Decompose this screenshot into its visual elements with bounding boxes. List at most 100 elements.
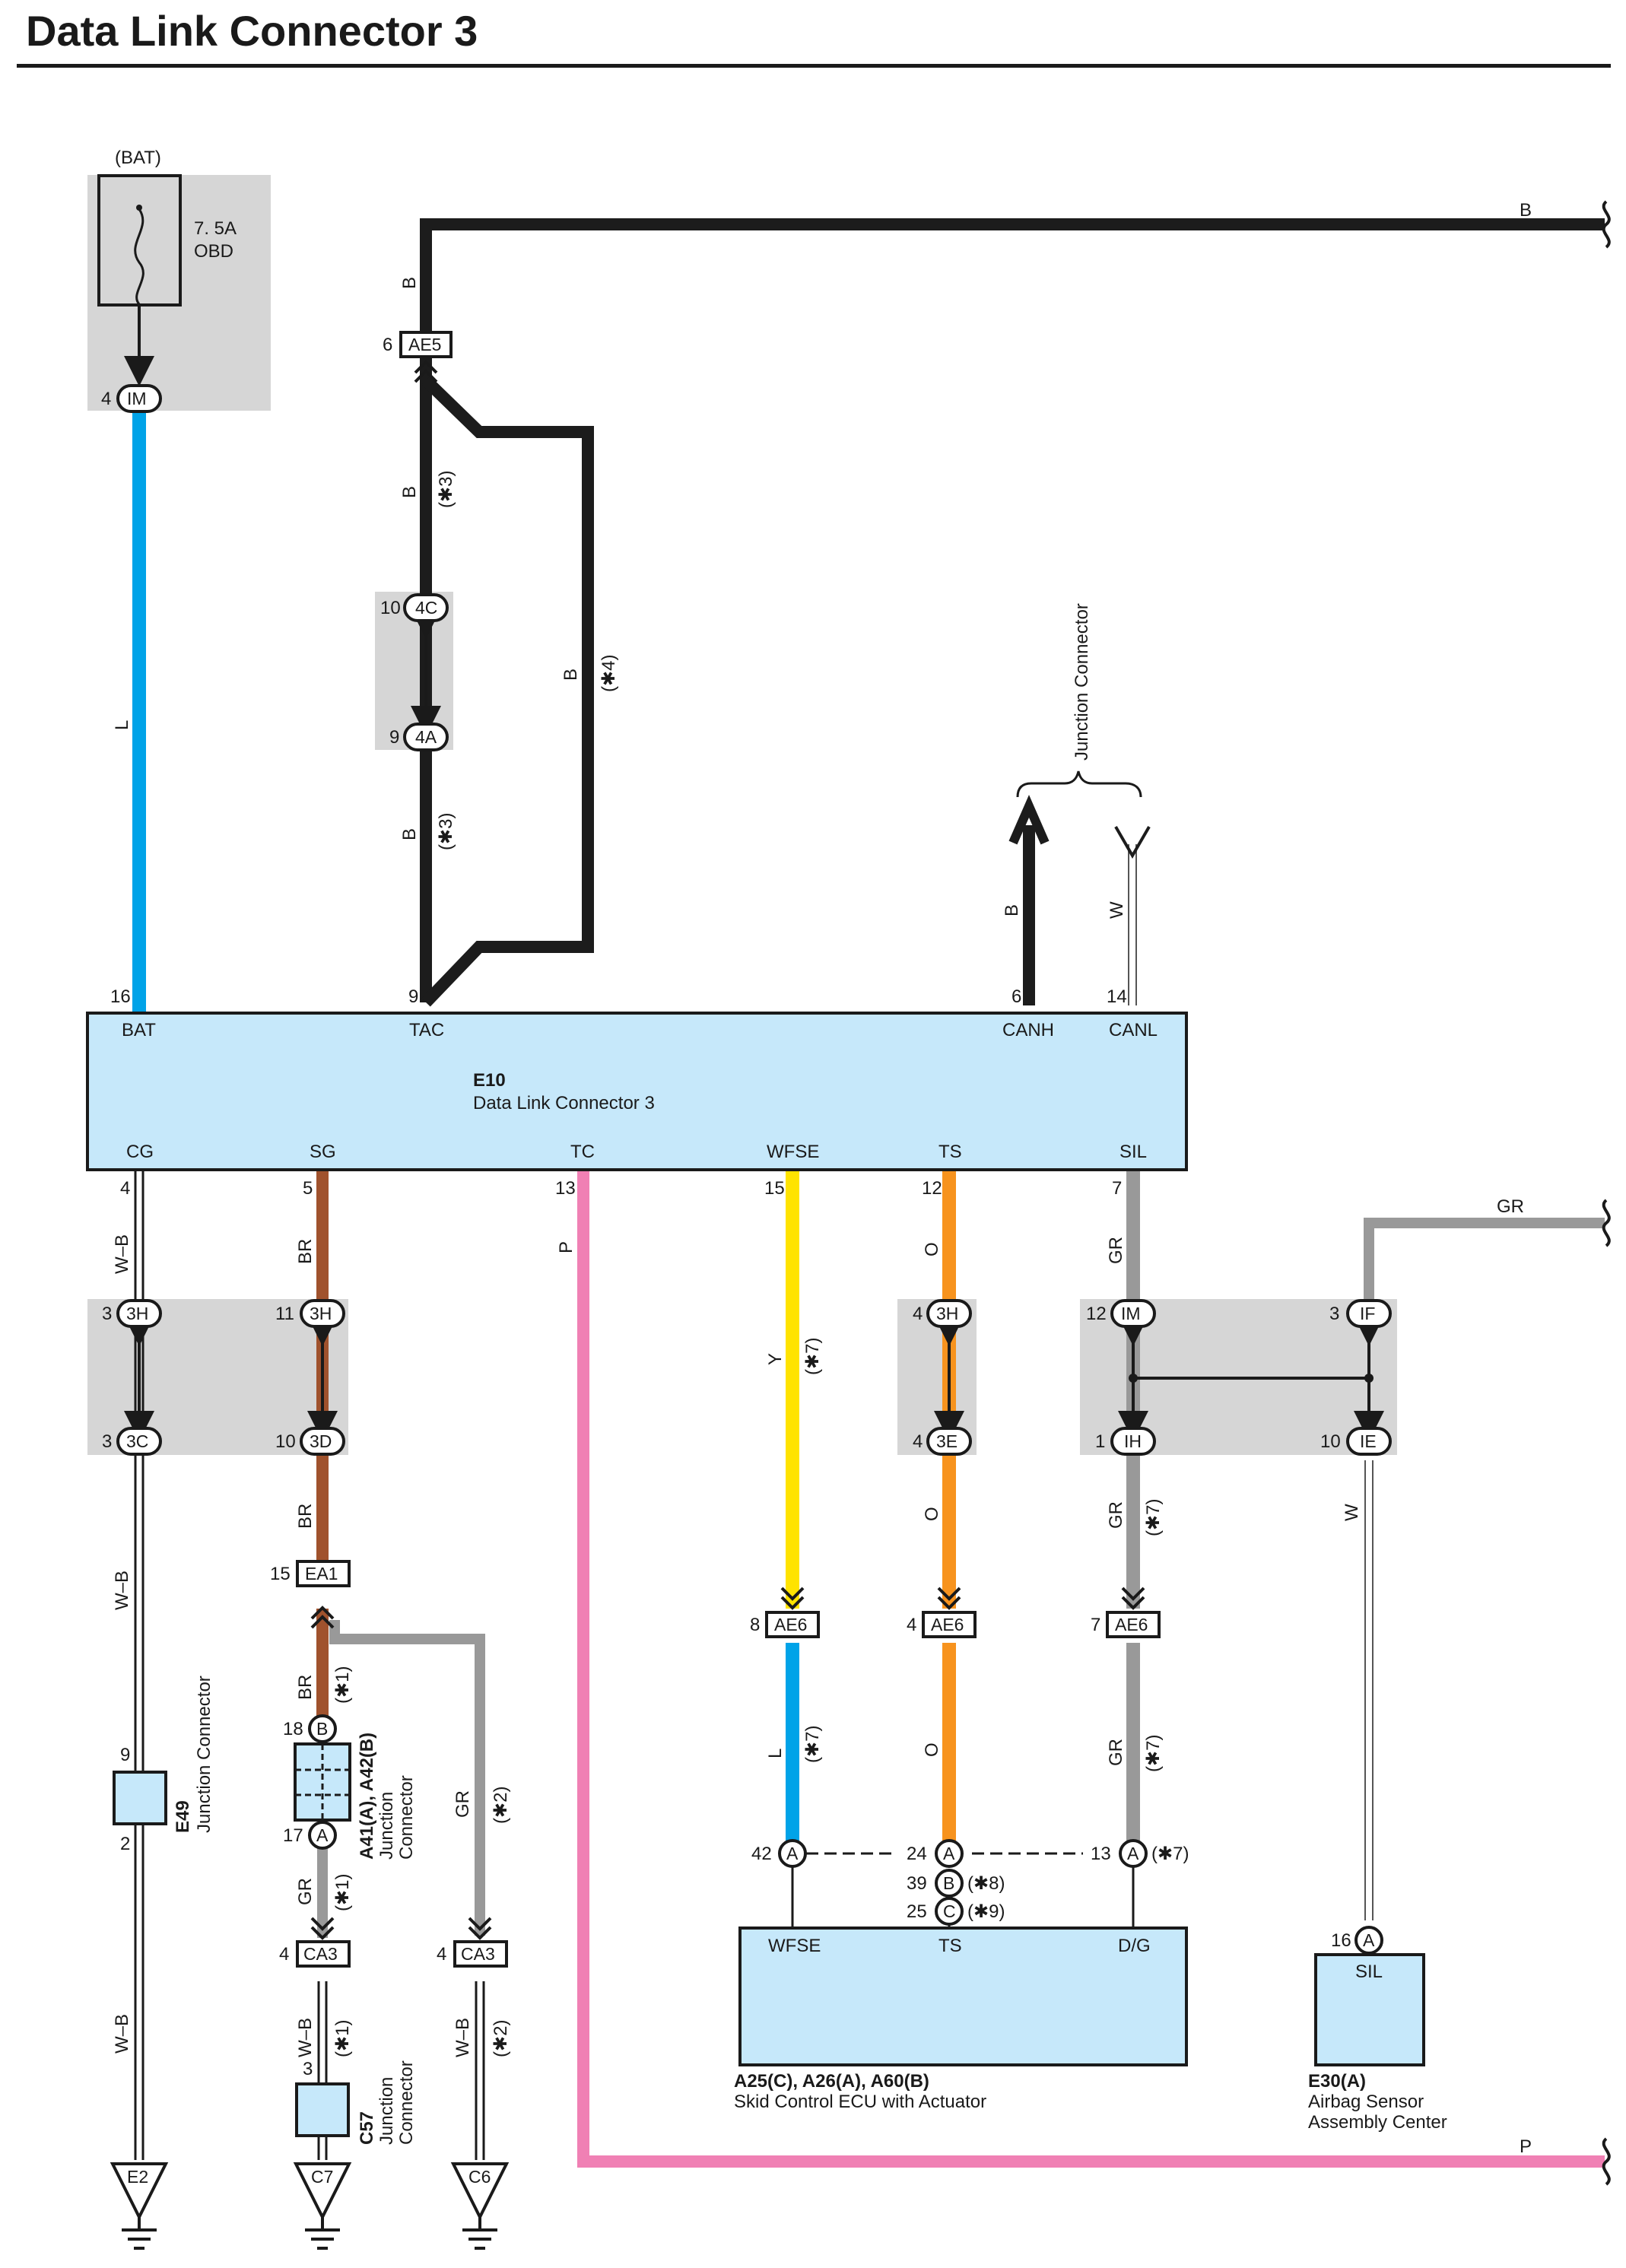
svg-text:IM: IM xyxy=(127,389,147,408)
dlc-pin-ts-label: TS xyxy=(938,1142,962,1162)
svg-text:AE6: AE6 xyxy=(774,1615,807,1634)
svg-text:B: B xyxy=(399,277,420,289)
svg-text:3H: 3H xyxy=(310,1304,332,1323)
dlc-pin-sg-label: SG xyxy=(310,1142,336,1162)
c57-junction: 3 C57 Junction Connector xyxy=(295,2059,417,2145)
svg-text:AE6: AE6 xyxy=(1115,1615,1148,1634)
oval-if: IF 3 xyxy=(1329,1299,1392,1328)
svg-text:GR: GR xyxy=(1106,1501,1126,1529)
svg-text:Skid Control ECU with Actuator: Skid Control ECU with Actuator xyxy=(734,2092,986,2112)
e49-junction: 9 2 E49 Junction Connector xyxy=(113,1676,214,1854)
oval-ie: IE 10 xyxy=(1320,1427,1392,1456)
dlc-pin-sil-num: 7 xyxy=(1112,1178,1122,1199)
svg-text:10: 10 xyxy=(380,598,401,618)
svg-text:3C: 3C xyxy=(126,1431,148,1451)
svg-text:A: A xyxy=(316,1825,329,1845)
dlc-code: E10 xyxy=(473,1070,506,1091)
dlc-pin-tc-label: TC xyxy=(570,1142,595,1162)
svg-text:9: 9 xyxy=(389,727,399,748)
oval-4c: 4C 10 xyxy=(380,593,449,622)
svg-text:BR: BR xyxy=(295,1504,316,1529)
svg-text:W–B: W–B xyxy=(112,1571,132,1610)
svg-text:IH: IH xyxy=(1124,1431,1142,1451)
svg-text:B: B xyxy=(943,1873,954,1893)
junction-arrows xyxy=(124,608,1384,1441)
wire-gr-ea1-ca3 xyxy=(329,1620,485,1936)
svg-text:GR: GR xyxy=(453,1790,473,1818)
wire-b-tac-main xyxy=(420,218,1605,1002)
svg-text:O: O xyxy=(922,1242,942,1256)
svg-text:O: O xyxy=(922,1742,942,1757)
svg-text:11: 11 xyxy=(275,1304,294,1324)
svg-text:B: B xyxy=(561,669,581,681)
svg-text:(✱7): (✱7) xyxy=(1151,1844,1189,1864)
airbag-sensor: A 16 SIL E30(A) Airbag Sensor Assembly C… xyxy=(1308,1926,1447,2133)
oval-sg-3d: 3D 10 xyxy=(275,1427,345,1456)
svg-text:(✱8): (✱8) xyxy=(967,1873,1005,1894)
fuse-supply-label: (BAT) xyxy=(115,148,161,168)
dlc-e10-box xyxy=(86,1012,1188,1171)
svg-text:SIL: SIL xyxy=(1355,1961,1383,1982)
fuse-rating: 7. 5A xyxy=(194,218,237,239)
svg-text:CA3: CA3 xyxy=(303,1944,338,1964)
page-wire-bot-label: P xyxy=(1520,2136,1532,2157)
svg-text:3D: 3D xyxy=(310,1431,332,1451)
conn-ae6-wfse: AE6 8 xyxy=(750,1611,820,1638)
conn-ae6-ts: AE6 4 xyxy=(907,1611,977,1638)
dlc-pin-cg-label: CG xyxy=(126,1142,154,1162)
dlc-pin-cg-num: 4 xyxy=(120,1178,130,1199)
svg-text:Connector: Connector xyxy=(396,2060,417,2145)
svg-text:10: 10 xyxy=(275,1431,296,1452)
oval-ts-3e: 3E 4 xyxy=(913,1427,972,1456)
svg-text:W–B: W–B xyxy=(112,2014,132,2054)
svg-text:A: A xyxy=(786,1844,799,1863)
conn-ca3-b: CA3 4 xyxy=(437,1940,508,1968)
svg-text:3: 3 xyxy=(1329,1304,1339,1324)
canl-arrow xyxy=(1114,825,1151,859)
fuse-element xyxy=(134,208,144,305)
conn-ca3-a: CA3 4 xyxy=(279,1940,351,1968)
dlc-pin-ts-num: 12 xyxy=(922,1178,942,1199)
svg-text:4C: 4C xyxy=(415,598,437,618)
oval-ts-3h: 3H 4 xyxy=(913,1299,972,1328)
a41-a42-junction: B 18 A 17 A41(A), A42(B) Junction Connec… xyxy=(283,1714,417,1860)
conn-ea1: EA1 15 xyxy=(270,1560,351,1587)
svg-text:3: 3 xyxy=(102,1431,112,1452)
svg-text:GR: GR xyxy=(1106,1237,1126,1264)
svg-text:B: B xyxy=(1002,904,1022,916)
svg-text:CA3: CA3 xyxy=(461,1944,495,1964)
svg-text:4: 4 xyxy=(279,1944,289,1965)
svg-text:(✱7): (✱7) xyxy=(802,1338,823,1375)
oval-ih: IH 1 xyxy=(1095,1427,1156,1456)
svg-text:P: P xyxy=(556,1241,576,1253)
svg-text:B: B xyxy=(399,486,420,498)
svg-text:BR: BR xyxy=(295,1239,316,1264)
svg-text:1: 1 xyxy=(1095,1431,1105,1452)
svg-text:(✱4): (✱4) xyxy=(599,655,619,692)
svg-text:C: C xyxy=(943,1901,956,1921)
svg-text:15: 15 xyxy=(270,1564,291,1584)
ground-e2: E2 xyxy=(110,2162,169,2250)
svg-text:Junction Connector: Junction Connector xyxy=(1072,603,1092,761)
top-junction-connector: Junction Connector xyxy=(1016,603,1142,798)
wire-b-tac-bypass xyxy=(421,376,594,1007)
dlc-pin-tac-num: 9 xyxy=(408,986,418,1007)
svg-text:C7: C7 xyxy=(311,2167,333,2187)
svg-text:GR: GR xyxy=(1106,1739,1126,1766)
svg-text:Junction Connector: Junction Connector xyxy=(194,1676,214,1833)
svg-text:AE6: AE6 xyxy=(931,1615,964,1634)
oval-cg-3c: 3C 3 xyxy=(102,1427,162,1456)
dlc-pin-canl-label: CANL xyxy=(1109,1020,1158,1040)
svg-text:16: 16 xyxy=(1331,1930,1351,1951)
svg-text:3E: 3E xyxy=(936,1431,957,1451)
dlc-pin-bat-num: 16 xyxy=(110,986,131,1007)
canh-arrow xyxy=(1008,795,1050,845)
svg-text:E2: E2 xyxy=(127,2167,148,2187)
ground-c6: C6 xyxy=(450,2162,510,2250)
oval-connectors: IM 4 4C 10 4A 9 3H 3 3C 3 3H 11 xyxy=(101,384,1392,1456)
svg-text:3: 3 xyxy=(303,2059,313,2079)
skid-ecu: A 42 A 24 B 39 (✱8) C 25 (✱9) A 13 (✱7) … xyxy=(734,1839,1189,2112)
svg-text:B: B xyxy=(316,1719,328,1739)
conn-ae6-sil: AE6 7 xyxy=(1091,1611,1161,1638)
